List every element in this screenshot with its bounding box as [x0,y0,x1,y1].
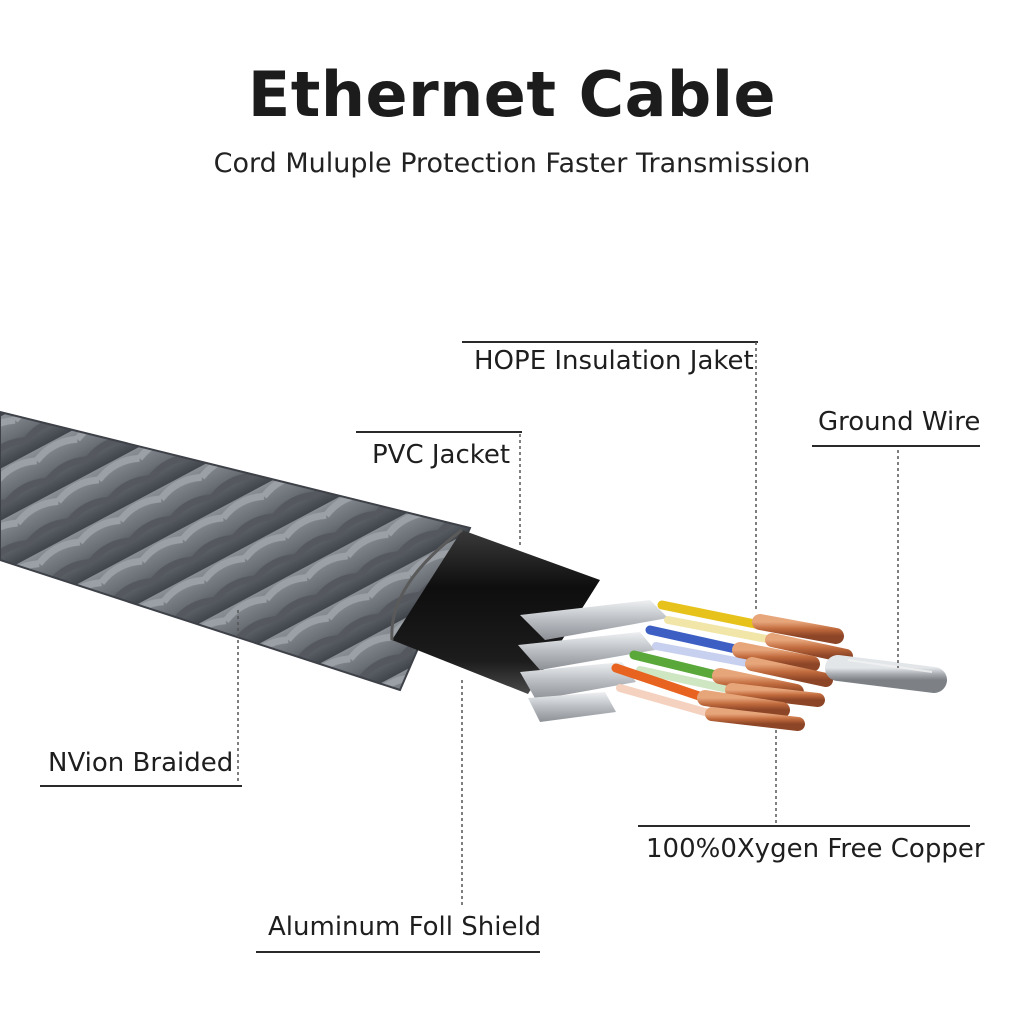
label-hope-insulation-jacket: HOPE Insulation Jaket [474,346,754,376]
page-title: Ethernet Cable [247,58,777,131]
label-ground-wire: Ground Wire [818,407,981,437]
label-nylon-braided: NVion Braided [48,748,234,778]
callout-lines [40,341,980,953]
label-aluminum-foil-shield: Aluminum Foll Shield [268,912,542,942]
label-pvc-jacket: PVC Jacket [372,440,511,470]
copper-conductors [697,614,853,731]
label-oxygen-free-copper: 100%0Xygen Free Copper [646,834,985,864]
nylon-braided-jacket [0,410,472,692]
page-subtitle: Cord Muluple Protection Faster Transmiss… [213,148,811,179]
ground-wire [825,655,947,693]
insulated-conductors [611,600,776,718]
foil-shield-pairs [518,600,668,722]
